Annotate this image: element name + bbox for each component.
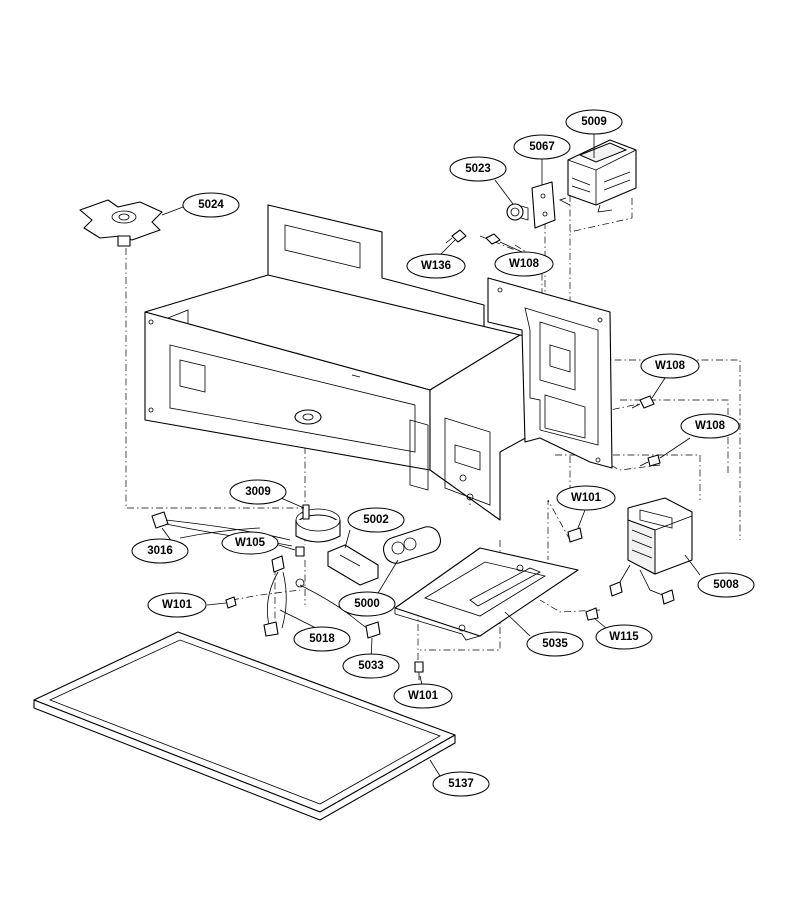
callout-5035: 5035 (526, 631, 584, 657)
callout-label: 5137 (448, 778, 474, 790)
callout-5000: 5000 (338, 591, 396, 617)
screw-w108-low (639, 454, 661, 467)
callout-label: W105 (235, 537, 266, 549)
callout-w101-bottom: W101 (393, 683, 453, 709)
base-plate (394, 547, 579, 641)
callout-label: 5000 (354, 598, 380, 610)
callout-5002: 5002 (347, 507, 405, 533)
callout-label: 5008 (713, 579, 739, 591)
callout-label: 3016 (147, 545, 173, 557)
callout-w115: W115 (595, 624, 653, 650)
callout-w101-right: W101 (556, 485, 616, 511)
fuse-harness (263, 555, 381, 639)
callout-label: 5018 (309, 633, 335, 645)
callout-5137: 5137 (432, 771, 490, 797)
callout-3009: 3009 (229, 479, 287, 505)
waveguide-panel (487, 277, 613, 469)
callout-5018: 5018 (293, 626, 351, 652)
callout-5033: 5033 (342, 653, 400, 679)
callout-label: 5033 (358, 660, 384, 672)
screw-w108-top (485, 233, 501, 245)
stirrer-motor (295, 504, 341, 543)
callout-label: W108 (695, 420, 726, 432)
hv-transformer (609, 497, 693, 605)
screw-w101-left (225, 596, 237, 609)
callout-w136: W136 (406, 253, 466, 279)
callout-w101-left: W101 (147, 592, 207, 618)
callout-label: 5024 (198, 199, 224, 211)
callout-label: W101 (408, 690, 439, 702)
screw-w101-bottom (414, 661, 424, 680)
cooking-tray-frame (33, 631, 456, 821)
callout-w108-top: W108 (494, 251, 554, 277)
callout-5008: 5008 (697, 572, 755, 598)
callout-5023: 5023 (449, 156, 507, 182)
callout-label: W108 (655, 360, 686, 372)
callout-label: W108 (509, 258, 540, 270)
callout-label: W101 (571, 492, 602, 504)
callout-label: 5002 (363, 514, 389, 526)
screw-w105 (295, 546, 305, 557)
callout-w108-low: W108 (680, 413, 740, 439)
callout-label: 5023 (465, 163, 491, 175)
callout-w105: W105 (221, 531, 279, 555)
callout-5067: 5067 (513, 134, 571, 160)
callout-label: W136 (421, 260, 451, 272)
leader-lines (161, 133, 701, 777)
callout-label: 3009 (245, 486, 271, 498)
callout-label: W101 (162, 599, 193, 611)
screw-w101-right (567, 527, 583, 543)
callout-label: W115 (609, 631, 639, 643)
callout-label: 5009 (581, 116, 607, 128)
screws (225, 229, 661, 680)
oven-chassis (144, 204, 541, 521)
callout-5009: 5009 (565, 109, 623, 135)
thermostat-and-bracket (506, 181, 556, 229)
capacitor-assembly (327, 526, 442, 586)
callout-label: 5035 (542, 638, 568, 650)
screw-w108-mid (631, 395, 655, 409)
magnetron (558, 139, 637, 213)
screw-w136 (445, 229, 467, 244)
callout-5024: 5024 (182, 192, 240, 218)
callout-label: 5067 (529, 141, 555, 153)
screw-w115 (585, 607, 599, 621)
callout-w108-mid: W108 (640, 353, 700, 379)
callout-3016: 3016 (131, 538, 189, 564)
turntable-coupler (79, 199, 163, 247)
